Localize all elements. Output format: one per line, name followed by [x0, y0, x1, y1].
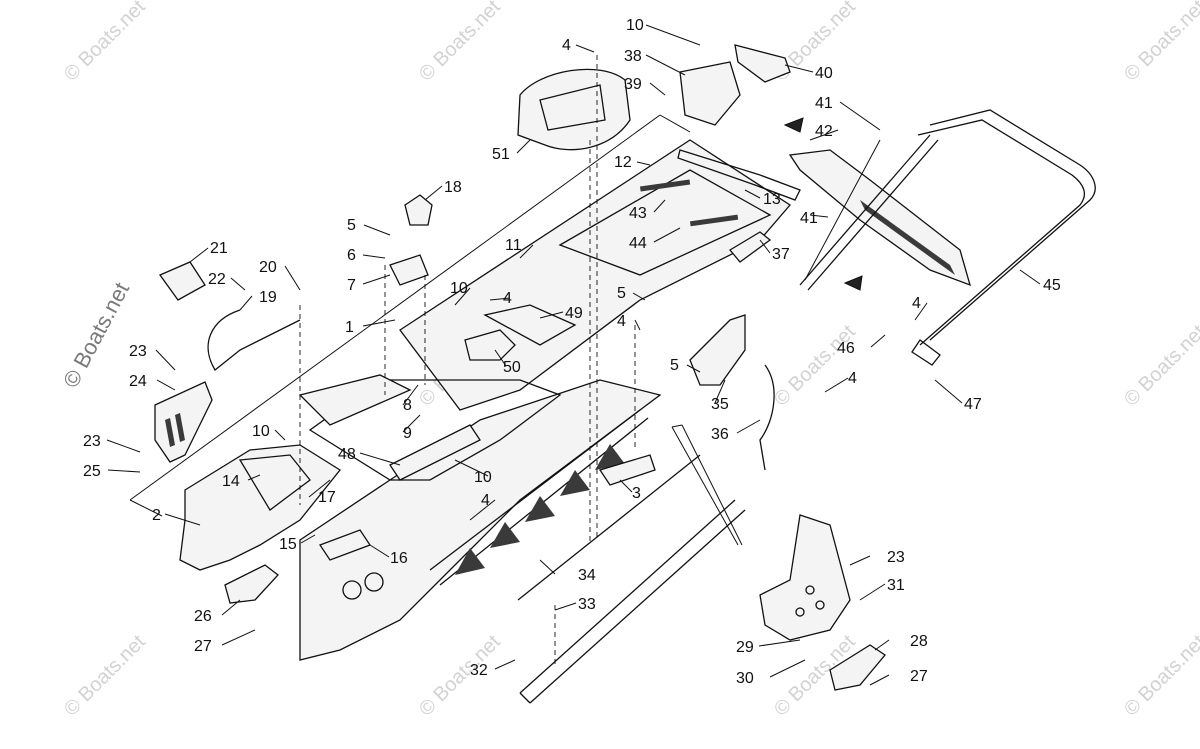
step-pad-28 [829, 644, 886, 691]
callout-40: 40 [815, 65, 833, 82]
seat-51 [517, 68, 631, 151]
callout-16: 16 [390, 550, 408, 567]
callout-34: 34 [578, 567, 596, 584]
callout-29: 29 [736, 639, 754, 656]
callout-8: 8 [403, 397, 412, 414]
tunnel-top-plate [399, 139, 791, 411]
callout-23c: 23 [887, 549, 905, 566]
callout-23a: 23 [129, 343, 147, 360]
callout-4e: 4 [912, 295, 921, 312]
strap-21 [159, 261, 206, 301]
callout-41b: 41 [800, 210, 818, 227]
callout-10a: 10 [626, 17, 644, 34]
callout-4b: 4 [503, 290, 512, 307]
callout-33: 33 [578, 596, 596, 613]
bracket-35 [689, 314, 746, 386]
callout-9: 9 [403, 425, 412, 442]
callout-31: 31 [887, 577, 905, 594]
rear-bracket-13 [677, 149, 801, 201]
arrow-marker-bumper [843, 275, 863, 291]
callout-14: 14 [222, 473, 240, 490]
bracket-50 [464, 329, 516, 361]
callout-41a: 41 [815, 95, 833, 112]
handle-19 [207, 309, 301, 371]
callout-11: 11 [505, 237, 522, 254]
step-pad-26 [224, 564, 279, 604]
callout-10c: 10 [450, 280, 468, 297]
callout-21: 21 [210, 240, 228, 257]
callout-15: 15 [279, 536, 297, 553]
callout-23b: 23 [83, 433, 101, 450]
callout-26: 26 [194, 608, 212, 625]
callout-24: 24 [129, 373, 147, 390]
callout-47: 47 [964, 396, 982, 413]
callout-17: 17 [318, 489, 336, 506]
callout-35: 35 [711, 396, 729, 413]
arrow-marker-42 [783, 117, 804, 133]
callout-19: 19 [259, 289, 277, 306]
callout-43: 43 [629, 205, 647, 222]
callout-27b: 27 [910, 668, 928, 685]
callout-25: 25 [83, 463, 101, 480]
step-plate [759, 514, 851, 641]
callout-labels: 1 2 3 4 4 4 4 4 4 5 5 5 6 7 8 9 10 10 10… [83, 17, 1061, 687]
callout-51: 51 [492, 146, 510, 163]
callout-50: 50 [503, 359, 521, 376]
callout-1: 1 [345, 319, 354, 336]
callout-4f: 4 [481, 492, 490, 509]
callout-22: 22 [208, 271, 226, 288]
callout-37: 37 [772, 246, 790, 263]
callout-13: 13 [763, 191, 781, 208]
callout-18: 18 [444, 179, 462, 196]
callout-46: 46 [837, 340, 855, 357]
callout-45: 45 [1043, 277, 1061, 294]
callout-39: 39 [624, 76, 642, 93]
cover-18 [404, 194, 433, 226]
cable-36 [759, 364, 775, 471]
callout-10d: 10 [474, 469, 492, 486]
callout-27a: 27 [194, 638, 212, 655]
callout-5c: 5 [670, 357, 679, 374]
callout-4c: 4 [617, 313, 626, 330]
callout-10b: 10 [252, 423, 270, 440]
callout-38: 38 [624, 48, 642, 65]
rear-flap-42 [788, 149, 971, 287]
callout-48: 48 [338, 446, 356, 463]
rear-bumper-45 [799, 109, 1096, 366]
bracket-3 [598, 454, 656, 486]
bracket-7 [389, 254, 429, 286]
callout-4a: 4 [562, 37, 571, 54]
callout-44: 44 [629, 235, 647, 252]
assembly-lines [299, 55, 881, 665]
callout-6: 6 [347, 247, 356, 264]
callout-28: 28 [910, 633, 928, 650]
bracket-37 [729, 231, 772, 263]
callout-12: 12 [614, 154, 632, 171]
callout-2: 2 [152, 507, 161, 524]
bracket-24 [154, 381, 213, 463]
callout-7: 7 [347, 277, 356, 294]
leader-lines [106, 24, 1041, 686]
callout-5b: 5 [617, 285, 626, 302]
right-side-wall [299, 379, 662, 661]
tunnel-outline [129, 114, 691, 517]
callout-49: 49 [565, 305, 583, 322]
callout-42: 42 [815, 123, 833, 140]
bracket-38 [679, 61, 741, 126]
rail-shafts [517, 454, 746, 704]
callout-36: 36 [711, 426, 729, 443]
callout-32: 32 [470, 662, 488, 679]
callout-3: 3 [632, 485, 641, 502]
callout-20: 20 [259, 259, 277, 276]
reflector-40 [734, 44, 791, 83]
callout-30: 30 [736, 670, 754, 687]
callout-5a: 5 [347, 217, 356, 234]
callout-4d: 4 [848, 370, 857, 387]
tunnel-floor [298, 304, 577, 481]
